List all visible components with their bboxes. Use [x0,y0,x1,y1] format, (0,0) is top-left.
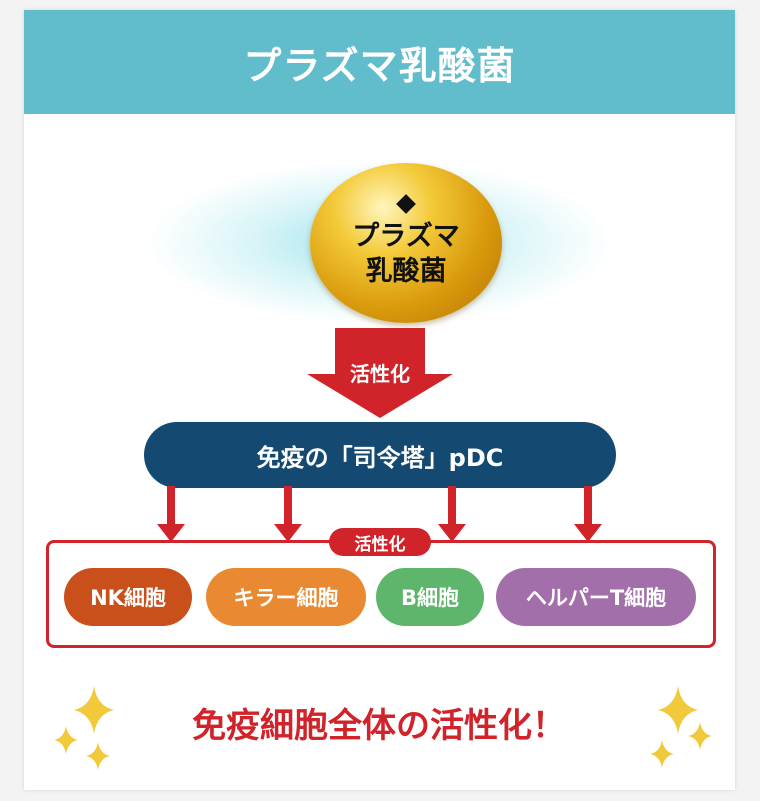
activation-arrow-label: 活性化 [350,362,410,386]
cells-activation-tag: 活性化 [329,528,431,556]
down-arrow-icon [274,486,302,542]
down-arrow-icon [157,486,185,542]
sparkle-icon [650,686,712,768]
nk-cell-pill: NK細胞 [64,568,192,626]
pdc-label: 免疫の「司令塔」pDC [256,443,504,472]
killer-cell-pill: キラー細胞 [206,568,366,626]
title-banner: プラズマ乳酸菌 [24,10,735,114]
pdc-box: 免疫の「司令塔」pDC [144,422,616,488]
down-arrow-icon [307,328,453,418]
capsule-label-line1: プラズマ [352,221,460,252]
capsule-label-line2: 乳酸菌 [365,256,447,287]
down-arrow-icon [438,486,466,542]
b-cell-pill: B細胞 [376,568,484,626]
plasma-lactobacillus-capsule: プラズマ 乳酸菌 [310,163,502,323]
nk-cell-label: NK細胞 [90,586,166,610]
helper-t-cell-label: ヘルパーT細胞 [525,586,667,610]
b-cell-label: B細胞 [400,586,459,610]
diagram-card: プラズマ乳酸菌 プラズマ 乳酸菌 活性化 免疫の「司令塔」pDC 活性化 [24,10,735,790]
sparkle-icon [54,686,114,770]
result-message: 免疫細胞全体の活性化！ [192,706,566,746]
branch-arrows [157,486,602,542]
killer-cell-label: キラー細胞 [233,586,339,610]
helper-t-cell-pill: ヘルパーT細胞 [496,568,696,626]
page-title: プラズマ乳酸菌 [243,43,516,88]
down-arrow-icon [574,486,602,542]
diamond-icon [396,194,416,214]
